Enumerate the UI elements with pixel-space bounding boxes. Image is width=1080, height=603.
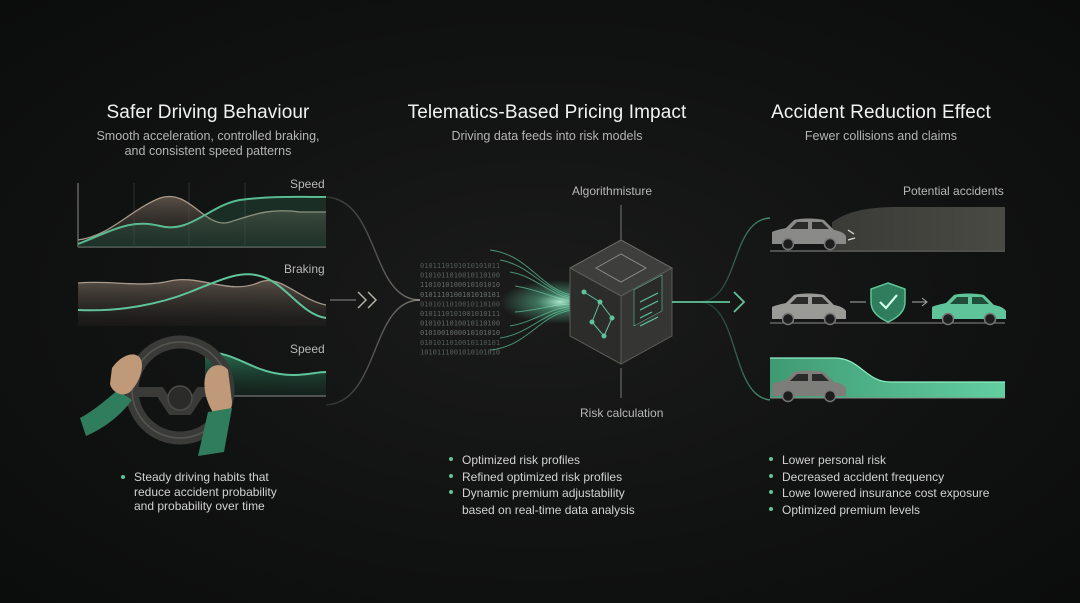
list-item-text: Decreased accident frequency xyxy=(782,469,945,484)
list-item: and probability over time xyxy=(120,499,350,514)
bullet-dot xyxy=(449,473,453,478)
car-icon xyxy=(772,293,846,326)
middle-bullets: Optimized risk profiles Refined optimize… xyxy=(448,452,698,518)
middle-title: Telematics-Based Pricing Impact xyxy=(407,102,687,123)
list-item-text: and probability over time xyxy=(134,499,265,513)
list-item: based on real-time data analysis xyxy=(448,502,698,519)
car-icon xyxy=(772,370,846,403)
list-item-text: based on real-time data analysis xyxy=(462,502,635,517)
speed-label-bottom: Speed xyxy=(290,342,325,356)
speed-chart-top xyxy=(77,183,327,248)
braking-chart xyxy=(77,273,327,326)
bullet-dot xyxy=(449,457,453,461)
list-item-text: Lower personal risk xyxy=(782,453,887,467)
list-item: Decreased accident frequency xyxy=(768,469,1028,486)
left-subtitle-line2: and consistent speed patterns xyxy=(124,144,292,158)
bullet-dot xyxy=(769,457,773,461)
algorithm-label: Algorithmisture xyxy=(572,184,653,198)
binary-line: 1101010100010101010 xyxy=(420,281,500,289)
bullet-dot xyxy=(449,490,453,494)
binary-data-stream: 0101110101010101011010101101001011010011… xyxy=(420,262,500,356)
binary-line: 0101001000010101010 xyxy=(420,329,500,337)
list-item-text: Refined optimized risk profiles xyxy=(462,469,623,484)
list-item-text: Optimized premium levels xyxy=(782,502,921,517)
steering-wheel-icon xyxy=(80,335,235,456)
left-bullets: Steady driving habits that reduce accide… xyxy=(120,470,350,514)
car-icon xyxy=(932,293,1006,326)
list-item: Optimized premium levels xyxy=(768,502,1028,519)
binary-line: 0101011010010110101 xyxy=(420,339,500,347)
braking-label: Braking xyxy=(284,262,325,276)
left-subtitle-line1: Smooth acceleration, controlled braking, xyxy=(96,129,320,143)
speed-label-top: Speed xyxy=(290,177,325,191)
list-item: Lowe lowered insurance cost exposure xyxy=(768,485,1028,502)
shield-check-icon xyxy=(870,282,906,323)
list-item-text: Dynamic premium adjustability xyxy=(462,486,625,500)
list-item: Dynamic premium adjustability xyxy=(448,485,698,502)
bullet-dot xyxy=(769,473,773,478)
list-item-text: Steady driving habits that xyxy=(134,470,269,484)
potential-accidents-panel xyxy=(770,207,1005,252)
left-subtitle: Smooth acceleration, controlled braking,… xyxy=(78,129,338,159)
left-to-center-flow xyxy=(325,196,421,406)
list-item: Refined optimized risk profiles xyxy=(448,469,698,486)
bullet-dot xyxy=(769,490,773,494)
arrow-icon xyxy=(912,297,928,307)
risk-calculation-label: Risk calculation xyxy=(580,406,664,420)
potential-accidents-label: Potential accidents xyxy=(903,184,1004,198)
right-subtitle: Fewer collisions and claims xyxy=(804,129,958,143)
list-item-text: reduce accident probability xyxy=(134,484,277,499)
list-item: Steady driving habits that xyxy=(120,470,350,485)
cube-to-right-flow xyxy=(672,217,771,401)
binary-line: 0101110101010101011 xyxy=(420,262,500,270)
binary-line: 0101110101001010111 xyxy=(420,310,500,318)
list-item-text: Optimized risk profiles xyxy=(462,453,581,467)
list-item-text: Lowe lowered insurance cost exposure xyxy=(782,486,990,500)
car-icon xyxy=(772,218,856,251)
binary-line: 0101011010010110100 xyxy=(420,320,500,328)
middle-subtitle: Driving data feeds into risk models xyxy=(451,129,643,143)
data-cube-icon xyxy=(568,239,674,365)
list-item: reduce accident probability xyxy=(120,485,350,500)
arrow-icon xyxy=(733,291,746,313)
bullet-dot xyxy=(769,506,773,511)
left-title: Safer Driving Behaviour xyxy=(106,102,310,123)
binary-line: 0101011010010110100 xyxy=(420,272,500,280)
list-item: Optimized risk profiles xyxy=(448,452,698,469)
arrow-icon xyxy=(357,291,378,309)
binary-line: 0101110100101010101 xyxy=(420,291,500,299)
bullet-dot xyxy=(121,475,125,479)
binary-line: 1010111001010101010 xyxy=(420,348,500,356)
right-bullets: Lower personal risk Decreased accident f… xyxy=(768,452,1028,518)
right-title: Accident Reduction Effect xyxy=(771,102,991,123)
binary-line: 0101011010010110100 xyxy=(420,300,500,308)
list-item: Lower personal risk xyxy=(768,452,1028,469)
